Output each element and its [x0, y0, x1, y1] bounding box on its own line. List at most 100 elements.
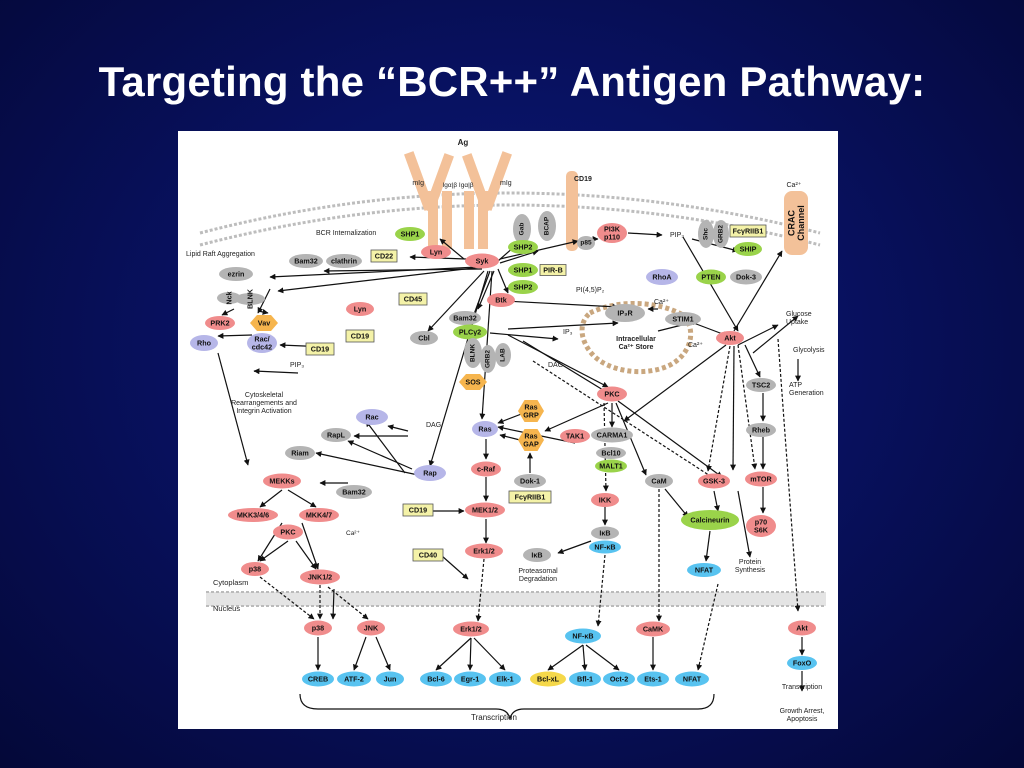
node-shape	[591, 427, 633, 443]
node-shape	[336, 485, 372, 499]
node-tsc2: TSC2	[746, 378, 776, 392]
node-shape	[787, 656, 817, 670]
edge-arrow	[737, 490, 752, 558]
node-shape	[637, 671, 669, 687]
node-label: Bcl-xL	[537, 675, 560, 684]
node-shape	[560, 429, 590, 443]
node-label: CRAC	[786, 210, 796, 236]
node-shape	[235, 293, 265, 305]
node-elk1: Elk-1	[489, 671, 521, 687]
node-label: CD40	[419, 551, 437, 560]
node-shape	[346, 302, 374, 316]
node-egr1: Egr-1	[454, 671, 486, 687]
node-vav: Vav	[250, 315, 278, 331]
edge-arrow	[428, 270, 489, 467]
node-shape	[518, 429, 544, 451]
node-jun: Jun	[376, 671, 404, 687]
node-label: p38	[312, 624, 324, 633]
node-label: p110	[604, 232, 620, 241]
node-erk12a: Erk1/2	[465, 543, 503, 559]
label-ca-top: Ca²⁺	[787, 182, 802, 189]
node-label: Bam32	[294, 257, 318, 266]
edge-arrow	[259, 489, 283, 508]
node-bcl10: Bcl10	[596, 447, 626, 459]
node-shape	[414, 465, 446, 481]
node-shape	[646, 269, 678, 285]
node-erk12b: Erk1/2	[453, 621, 489, 637]
node-tak1: TAK1	[560, 429, 590, 443]
node-ras: Ras	[472, 421, 498, 437]
label-growth: Growth Arrest,Apoptosis	[780, 708, 825, 723]
node-label: clathrin	[331, 257, 357, 266]
edge-arrow	[532, 360, 719, 482]
edge-arrow	[330, 588, 337, 620]
edge-arrow	[617, 400, 723, 478]
node-shape	[746, 423, 776, 437]
edge-arrow	[439, 238, 465, 260]
label-glycolysis: Glycolysis	[793, 347, 825, 354]
node-bcl6: Bcl-6	[420, 671, 452, 687]
edge-arrow	[253, 368, 299, 375]
node-label: Calcineurin	[690, 516, 729, 525]
edge-arrow	[259, 540, 289, 562]
node-oct2: Oct-2	[603, 671, 635, 687]
node-label: NFAT	[683, 675, 702, 684]
node-lab: LAB	[495, 343, 511, 367]
node-label: GRP	[523, 410, 539, 419]
node-label: CD45	[404, 295, 422, 304]
node-shape	[420, 671, 452, 687]
node-grb2a: GRB2	[713, 220, 729, 248]
node-label: Channel	[796, 205, 806, 241]
node-rac: Rac	[356, 409, 388, 425]
node-shape	[453, 621, 489, 637]
node-shape	[665, 312, 701, 326]
node-shape	[471, 461, 501, 477]
edge-arrow	[435, 637, 472, 671]
node-shape	[636, 621, 670, 637]
node-label: GRB2	[485, 350, 492, 368]
node-cbl: Cbl	[410, 331, 438, 345]
label-ca-ip3r: Ca²⁺	[688, 342, 703, 349]
node-shape	[523, 548, 551, 562]
edge-arrow	[585, 644, 620, 671]
node-label: MALT1	[599, 462, 622, 471]
node-cd19b: CD19	[345, 329, 375, 343]
node-gsk3: GSK-3	[698, 473, 730, 489]
node-label: FcγRIIB1	[515, 493, 546, 502]
node-label: CD22	[375, 252, 393, 261]
node-label: MKK4/7	[306, 511, 332, 520]
node-label: SHP1	[514, 266, 533, 275]
node-ezrin: ezrin	[219, 267, 253, 281]
node-shape	[326, 254, 362, 268]
label-igab: Igα|β Igα|β	[442, 182, 473, 189]
node-label: MEK1/2	[472, 506, 498, 515]
node-shape	[508, 240, 538, 254]
node-rap: Rap	[414, 465, 446, 481]
node-shape	[595, 459, 627, 473]
node-cam: CaM	[645, 474, 673, 488]
node-shape	[190, 335, 218, 351]
node-label: Oct-2	[610, 675, 628, 684]
node-mek12: MEK1/2	[465, 502, 505, 518]
node-label: Lyn	[430, 248, 443, 257]
node-shape	[289, 254, 323, 268]
node-nfkb2: NF-κB	[565, 628, 601, 644]
edge-arrow	[777, 338, 801, 612]
edge-arrow	[737, 324, 779, 346]
edge-arrow	[287, 489, 317, 508]
node-label: RhoA	[652, 273, 671, 282]
node-shape	[465, 502, 505, 518]
node-label: Ras	[478, 425, 491, 434]
edge-arrow	[427, 270, 485, 332]
node-carma1: CARMA1	[591, 427, 633, 443]
node-label: Ras	[524, 403, 537, 412]
node-foxo: FoxO	[787, 656, 817, 670]
node-mkk346: MKK3/4/6	[228, 508, 278, 522]
node-shape	[302, 671, 334, 687]
node-shape	[395, 227, 425, 241]
edge-arrow	[602, 402, 609, 492]
